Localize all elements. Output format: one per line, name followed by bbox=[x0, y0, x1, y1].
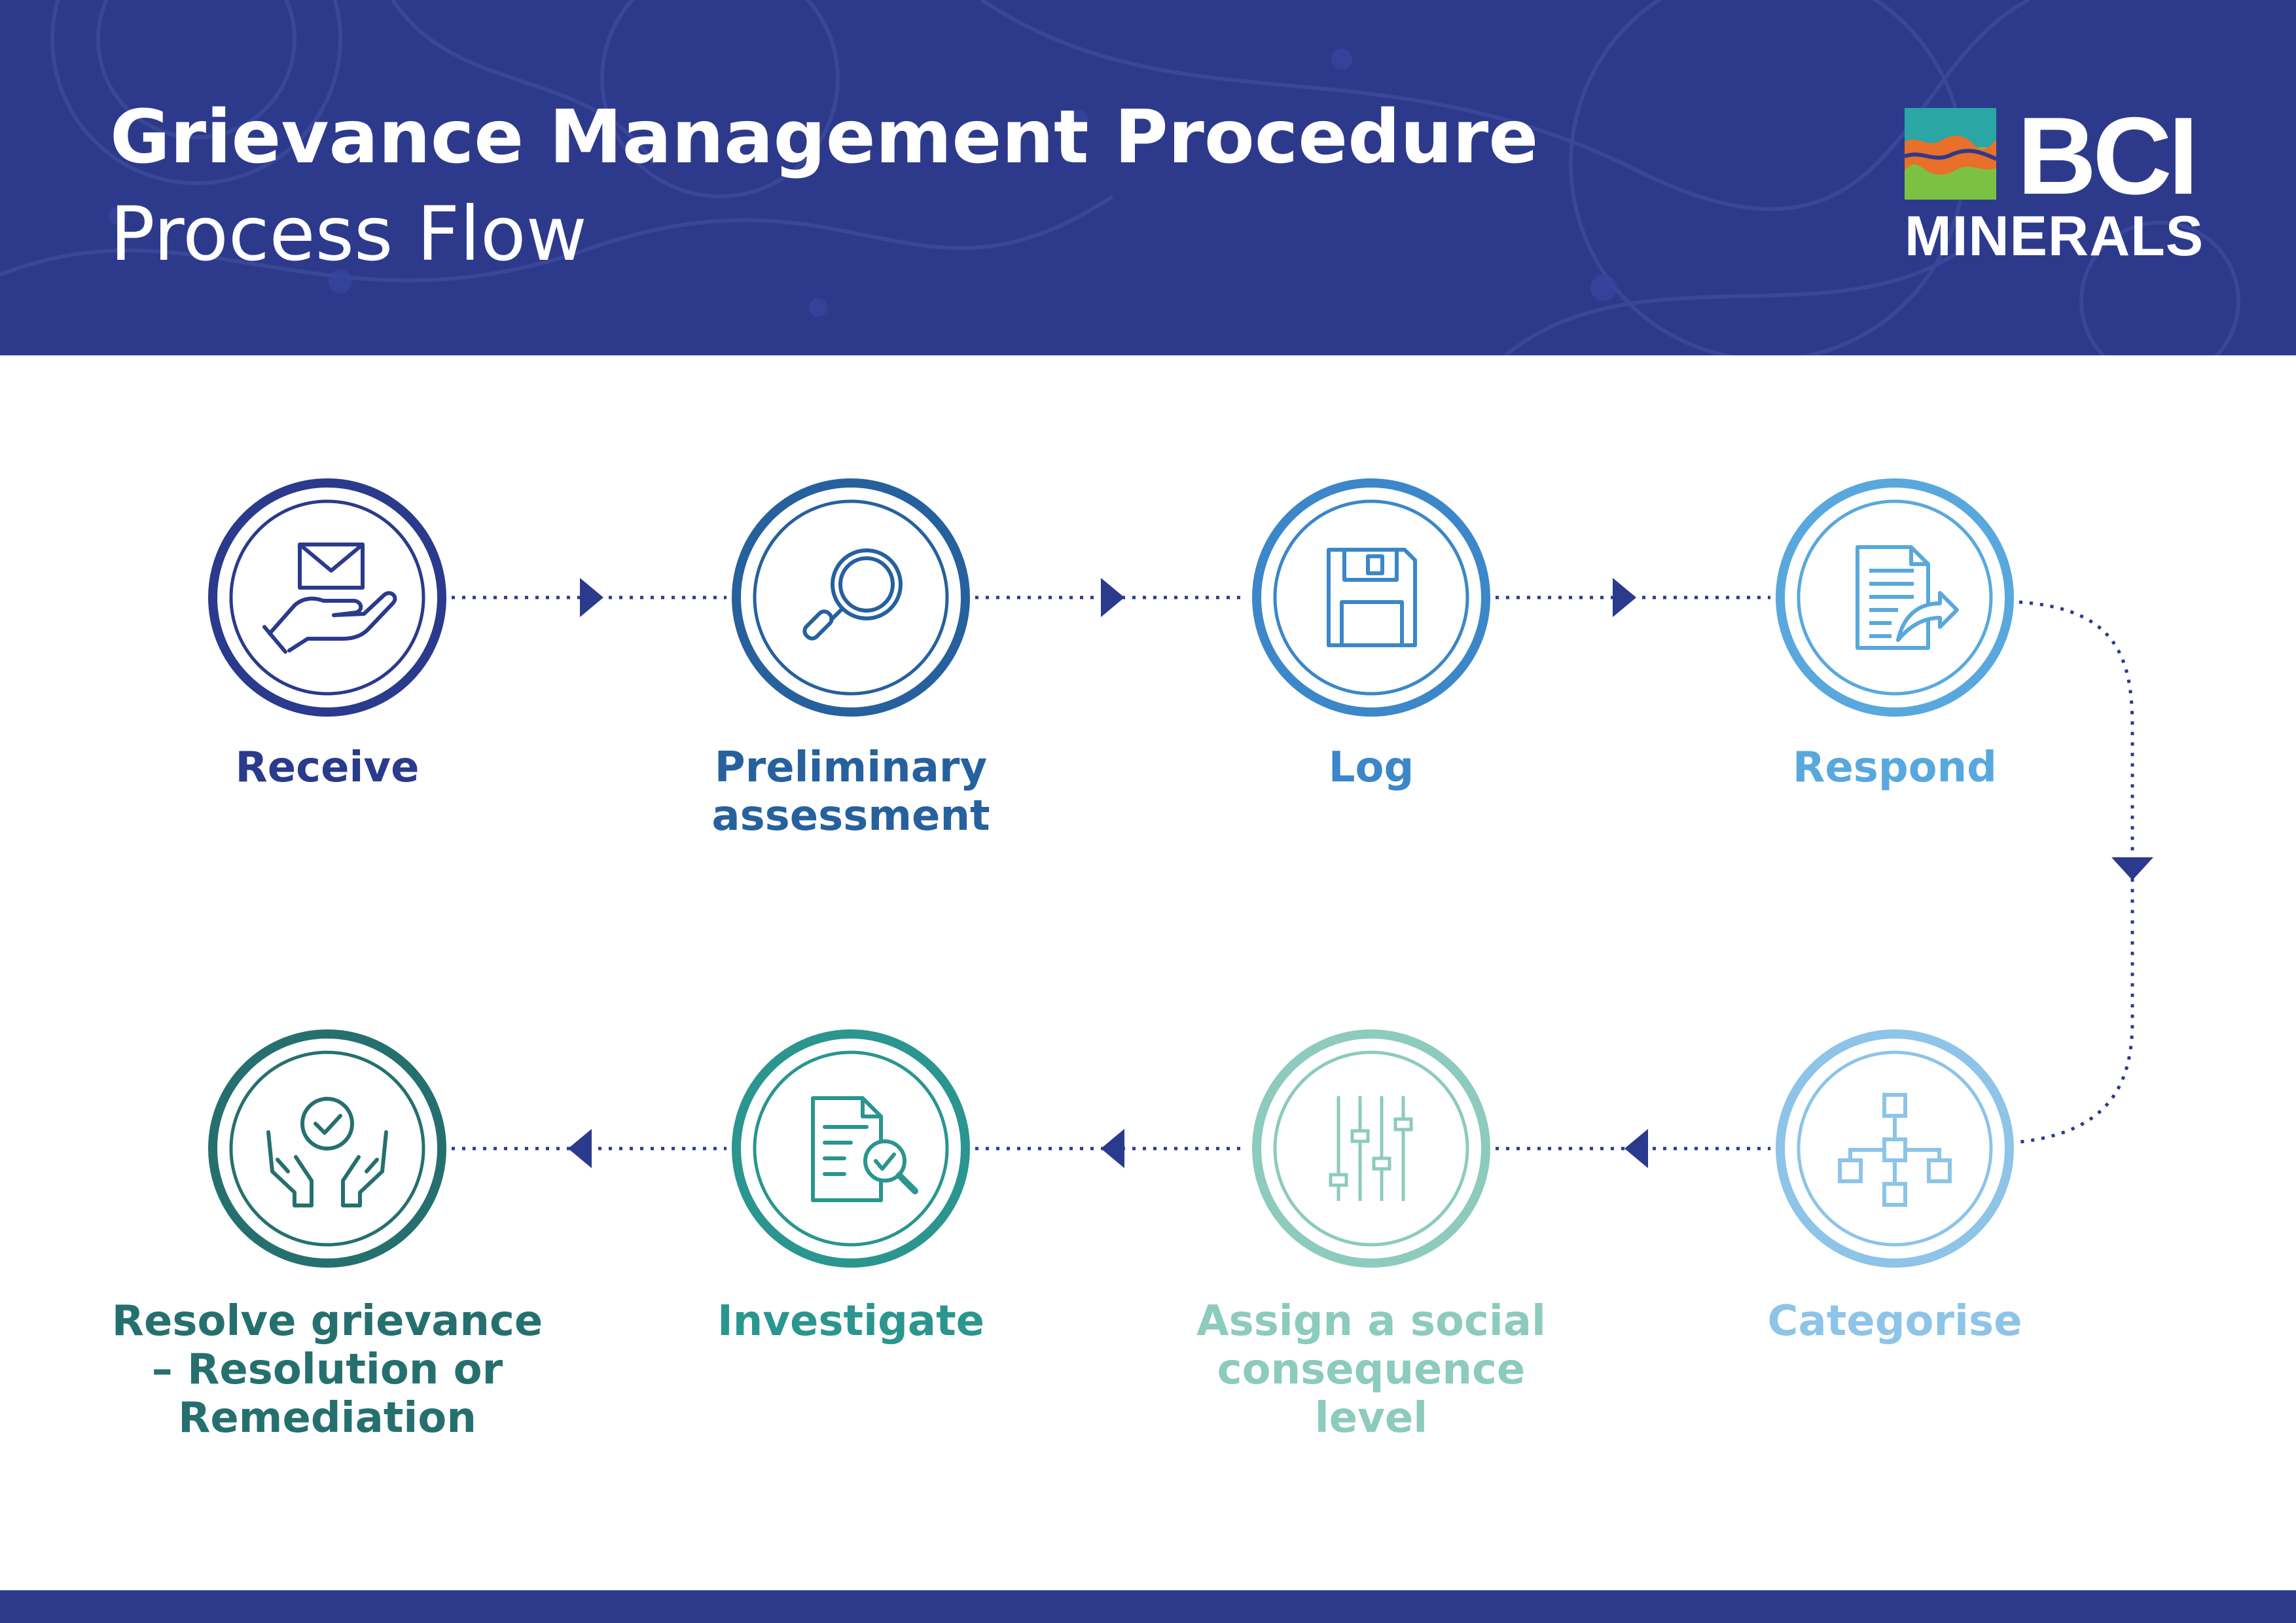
logo-text-bci: BCI bbox=[2017, 94, 2198, 217]
step-respond bbox=[1776, 478, 2014, 717]
arrow-right-icon bbox=[1101, 578, 1124, 617]
hierarchy-icon bbox=[1838, 1093, 1952, 1207]
document-arrow-icon bbox=[1856, 545, 1959, 650]
page-title: Grievance Management Procedure bbox=[110, 95, 1539, 180]
document-search-icon bbox=[811, 1096, 918, 1202]
sliders-icon bbox=[1329, 1096, 1413, 1201]
hand-envelope-icon bbox=[262, 543, 397, 654]
step-label-assign-social-consequence-level: Assign a social consequence level bbox=[1196, 1297, 1546, 1442]
bci-minerals-logo: BCI MINERALS bbox=[1905, 100, 2203, 268]
header-banner: Grievance Management Procedure Process F… bbox=[0, 0, 2296, 355]
arrow-right-icon bbox=[1613, 578, 1636, 617]
process-flow-diagram bbox=[208, 478, 2153, 1268]
logo-mark-icon bbox=[1905, 108, 1996, 200]
arrow-left-icon bbox=[568, 1129, 592, 1168]
step-label-resolve-grievance: Resolve grievance – Resolution or Remedi… bbox=[111, 1297, 543, 1442]
connector-assign-to-investigate bbox=[975, 1129, 1247, 1168]
connector-assessment-to-log bbox=[975, 578, 1247, 617]
connector-receive-to-assessment bbox=[452, 578, 726, 617]
step-label-log: Log bbox=[1328, 743, 1414, 792]
step-label-respond: Respond bbox=[1793, 743, 1997, 792]
arrow-right-icon bbox=[580, 578, 603, 617]
magnifier-icon bbox=[802, 548, 903, 641]
page-subtitle: Process Flow bbox=[110, 190, 587, 277]
connector-log-to-respond bbox=[1496, 578, 1770, 617]
step-resolve-grievance bbox=[208, 1029, 446, 1268]
arrow-down-icon bbox=[2111, 857, 2153, 880]
step-label-receive: Receive bbox=[235, 743, 420, 792]
step-preliminary-assessment bbox=[732, 478, 970, 717]
step-categorise bbox=[1776, 1029, 2014, 1268]
step-investigate bbox=[732, 1029, 970, 1268]
connector-categorise-to-assign bbox=[1496, 1129, 1770, 1168]
step-label-investigate: Investigate bbox=[717, 1297, 985, 1346]
step-log bbox=[1252, 478, 1490, 717]
footer-bar bbox=[0, 1590, 2296, 1623]
step-label-categorise: Categorise bbox=[1767, 1297, 2022, 1346]
arrow-left-icon bbox=[1624, 1129, 1648, 1168]
hands-check-icon bbox=[266, 1097, 388, 1207]
logo-text-minerals: MINERALS bbox=[1905, 205, 2204, 268]
step-receive bbox=[208, 478, 446, 717]
step-label-preliminary-assessment: Preliminary assessment bbox=[711, 743, 990, 840]
connector-respond-to-categorise bbox=[2018, 600, 2153, 1144]
connector-investigate-to-resolve bbox=[452, 1129, 726, 1168]
arrow-left-icon bbox=[1101, 1129, 1124, 1168]
step-assign-social-consequence-level bbox=[1252, 1029, 1490, 1268]
floppy-disk-icon bbox=[1327, 548, 1417, 647]
